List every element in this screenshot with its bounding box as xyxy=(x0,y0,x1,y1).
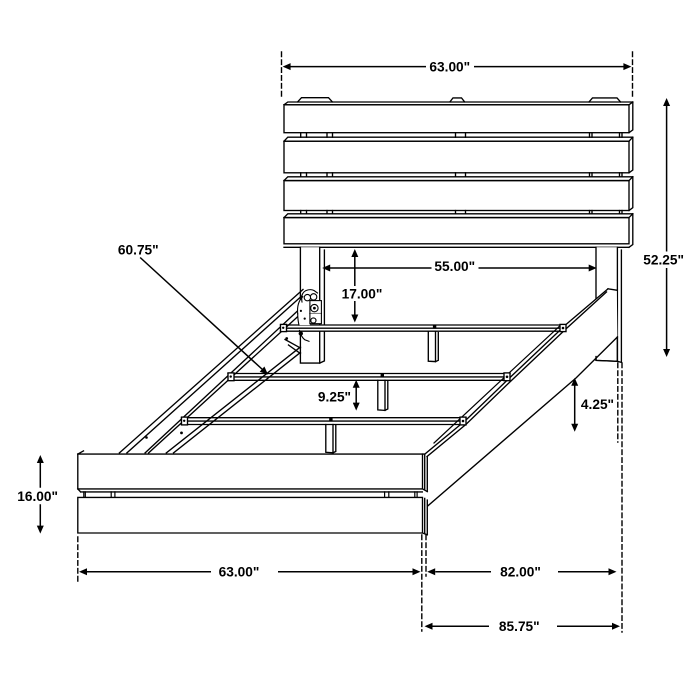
svg-text:17.00": 17.00" xyxy=(342,286,383,301)
svg-text:52.25": 52.25" xyxy=(643,253,684,268)
svg-text:16.00": 16.00" xyxy=(17,489,58,504)
svg-text:63.00": 63.00" xyxy=(219,565,260,580)
svg-text:85.75": 85.75" xyxy=(499,619,540,634)
svg-text:63.00": 63.00" xyxy=(429,59,470,74)
svg-text:9.25": 9.25" xyxy=(318,389,351,404)
svg-text:60.75": 60.75" xyxy=(118,242,159,257)
svg-text:82.00": 82.00" xyxy=(500,565,541,580)
svg-text:55.00": 55.00" xyxy=(434,259,475,274)
svg-text:4.25": 4.25" xyxy=(581,397,614,412)
